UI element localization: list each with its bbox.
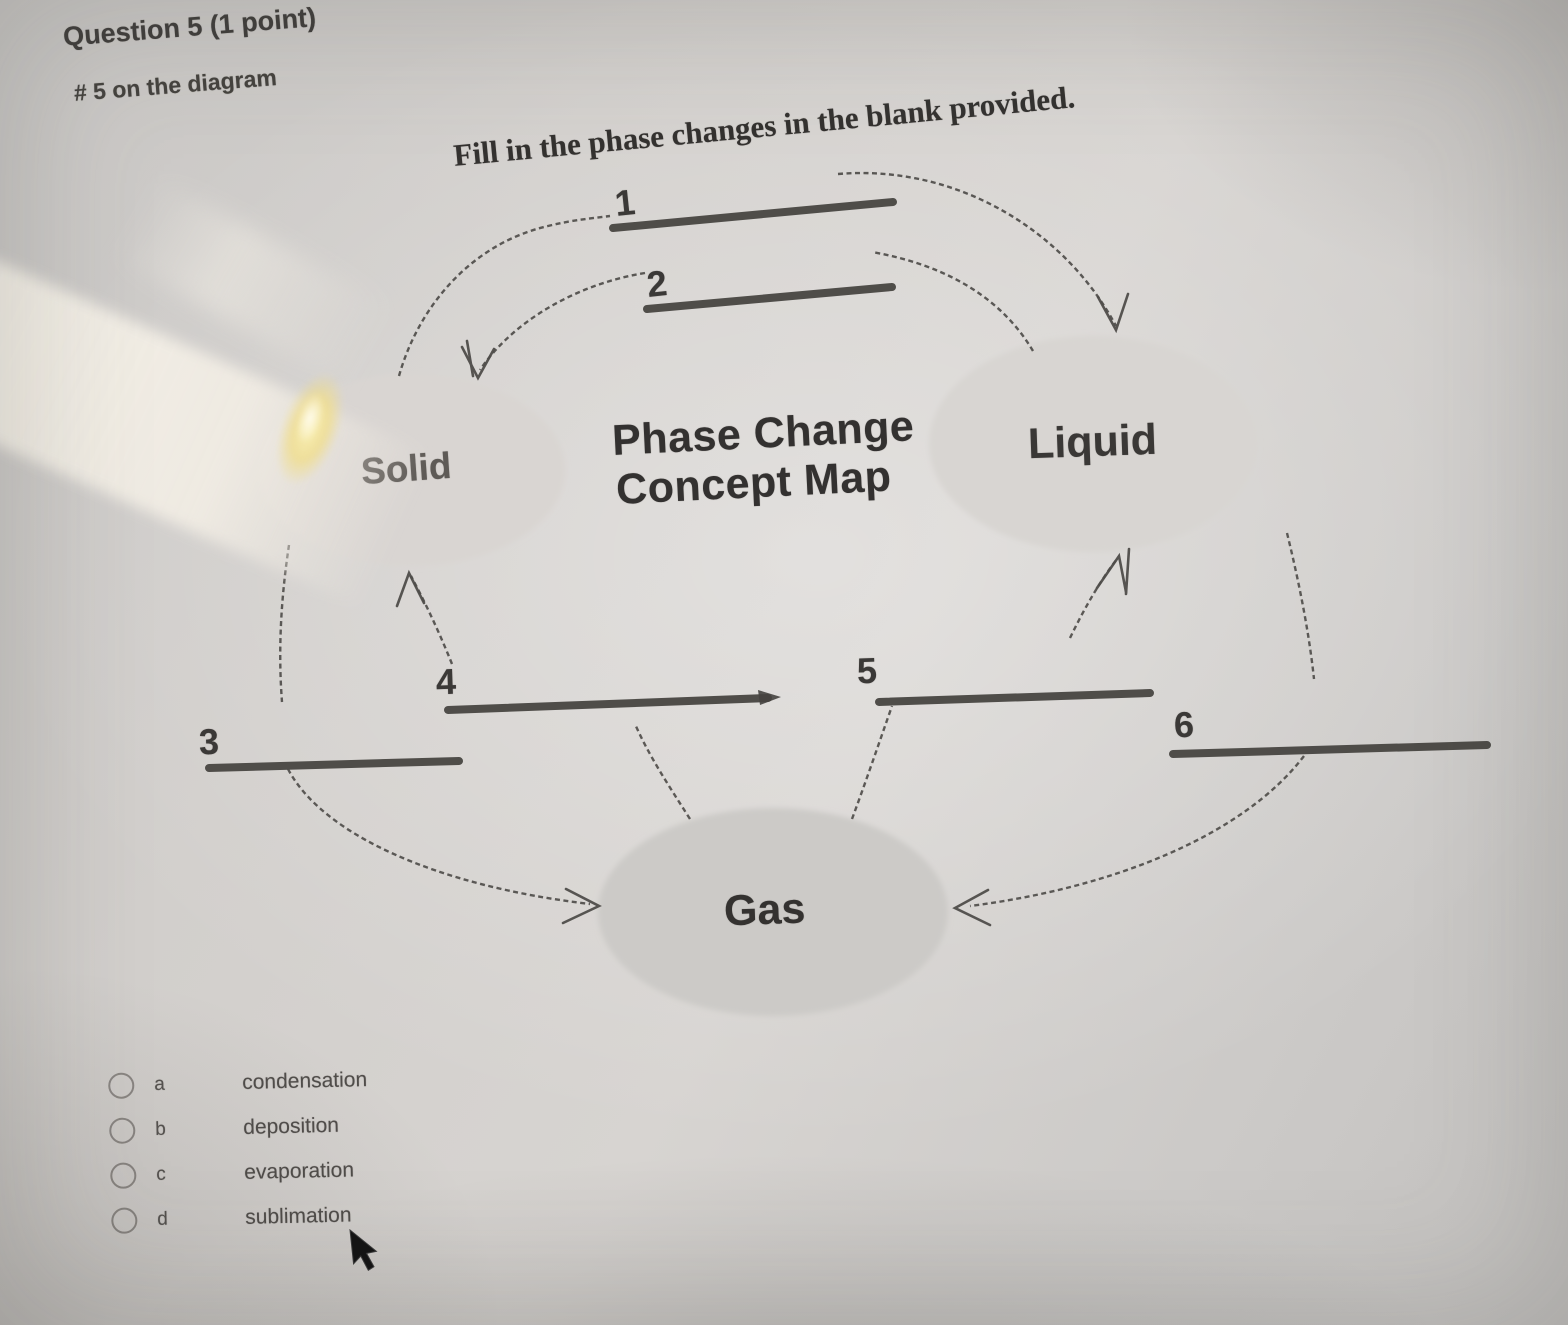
solid-node-label: Solid <box>359 444 453 493</box>
arrowhead-into-gas-right <box>952 888 992 927</box>
option-letter: c <box>156 1163 167 1185</box>
option-label: deposition <box>242 1113 340 1139</box>
radio-button-b[interactable] <box>108 1117 136 1144</box>
arrowhead-into-solid-bottom <box>395 569 426 608</box>
blank-number-2: 2 <box>644 262 670 305</box>
arrow-solid-to-blank3 <box>279 544 291 703</box>
blank-line-3 <box>205 757 463 772</box>
arrow-curves <box>279 171 1316 908</box>
arrowhead-into-solid-top <box>460 345 496 381</box>
arrowhead-into-gas-left <box>561 887 602 925</box>
arrow-liquid-to-blank6 <box>1285 532 1316 680</box>
blank-number-4: 4 <box>435 660 457 703</box>
blank-line-1 <box>609 198 897 232</box>
blank-number-5: 5 <box>856 649 878 692</box>
blank-line-2 <box>643 283 896 313</box>
arrow-blank5-to-liquid <box>1068 558 1118 639</box>
arrowhead-into-liquid-top <box>1096 292 1130 334</box>
option-letter: b <box>155 1118 167 1140</box>
blank-line-5 <box>875 689 1154 706</box>
option-letter: d <box>157 1208 169 1230</box>
gas-node-label: Gas <box>723 884 807 936</box>
option-label: sublimation <box>245 1203 352 1229</box>
mouse-pointer-icon <box>349 1229 378 1272</box>
blank-number-6: 6 <box>1173 703 1195 746</box>
blank-number-1: 1 <box>612 181 638 224</box>
arrowhead-into-liquid-bottom-stroke <box>1124 547 1131 596</box>
option-row-a[interactable]: a condensation <box>107 1068 368 1099</box>
gas-node-ellipse <box>598 808 948 1016</box>
arrow-gas-to-blank4 <box>633 723 692 820</box>
option-row-d[interactable]: d sublimation <box>111 1203 370 1234</box>
arrow-blank6-to-gas <box>969 755 1305 908</box>
option-label: evaporation <box>244 1158 355 1184</box>
arrow-liquid-to-blank2 <box>871 250 1035 352</box>
blank-line-6 <box>1169 741 1491 758</box>
blank-line-4 <box>444 694 772 714</box>
arrow-solid-to-blank1 <box>397 214 611 377</box>
arrow-blank3-to-gas <box>286 768 591 906</box>
radio-button-d[interactable] <box>111 1207 138 1234</box>
arrow-gas-to-blank5 <box>850 705 894 820</box>
arrow-blank1-to-liquid <box>837 171 1118 327</box>
option-row-c[interactable]: c evaporation <box>110 1158 369 1189</box>
arrowhead-into-liquid-bottom <box>1095 552 1128 594</box>
radio-button-a[interactable] <box>107 1072 135 1099</box>
option-letter: a <box>154 1073 166 1095</box>
blank-line-4-tip <box>758 690 781 705</box>
answer-options: a condensation b deposition c evaporatio… <box>107 1068 371 1254</box>
arrow-blank2-to-solid <box>479 271 646 371</box>
option-label: condensation <box>241 1068 368 1094</box>
option-row-b[interactable]: b deposition <box>108 1113 368 1144</box>
liquid-node-label: Liquid <box>1027 415 1158 469</box>
radio-button-c[interactable] <box>110 1162 137 1189</box>
liquid-node-ellipse <box>929 336 1257 552</box>
blank-lines <box>205 198 1491 772</box>
arrowhead-into-solid-top-stroke <box>465 339 475 378</box>
blank-number-3: 3 <box>198 720 220 763</box>
